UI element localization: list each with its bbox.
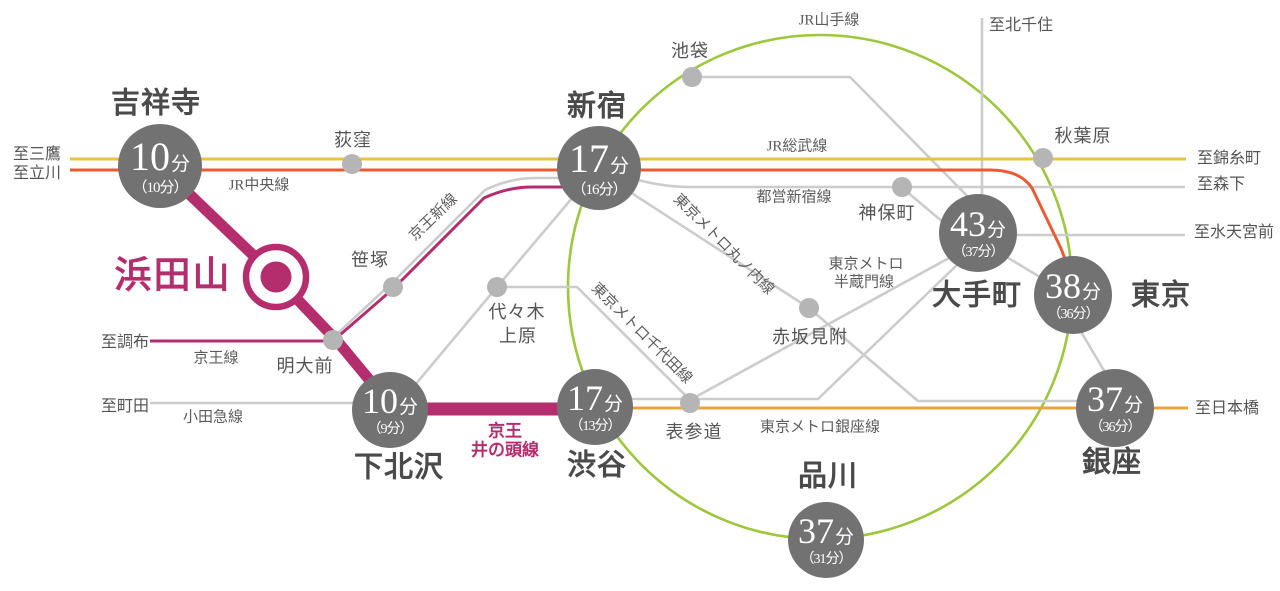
badge-shinjuku-minutes: 17: [568, 135, 609, 181]
station-name-shinagawa: 品川: [797, 460, 859, 493]
edge-label-tachikawa: 至立川: [12, 165, 62, 182]
edge-label-chofu: 至調布: [100, 334, 150, 351]
station-name-jimbocho: 神保町: [858, 203, 916, 223]
badge-shimokitazawa-transfer: （9分）: [367, 422, 414, 437]
line-label-keio: 京王線: [193, 350, 239, 367]
station-name-shinjuku: 新宿: [566, 90, 628, 123]
line-label-hanzomon-1: 東京メトロ: [828, 256, 904, 273]
station-name-shibuya: 渋谷: [566, 449, 628, 482]
station-name-shimokitazawa: 下北沢: [353, 451, 445, 484]
station-dot-yoyogi-uehara: [487, 277, 507, 297]
toei-shinjuku-line: [637, 178, 1185, 189]
station-dot-jimbocho: [892, 177, 912, 197]
line-label-hanzomon-2: 半蔵門線: [833, 274, 895, 291]
line-label-inokashira-1: 京王: [488, 421, 522, 441]
badge-shibuya-minutes: 17: [566, 378, 603, 418]
line-label-odakyu: 小田急線: [182, 409, 244, 426]
badge-kichijoji-minutes: 10: [129, 133, 170, 179]
line-label-ginza: 東京メトロ銀座線: [759, 419, 881, 436]
badge-shibuya-transfer: （13分）: [569, 419, 622, 434]
station-name-akasaka-mitsuke: 赤坂見附: [772, 327, 848, 347]
edge-label-kita-senju: 至北千住: [988, 17, 1054, 34]
station-dot-akasaka-mitsuke: [799, 298, 819, 318]
station-name-yoyogi-uehara-2: 上原: [499, 326, 537, 346]
badge-shinagawa-transfer: （31分）: [800, 552, 853, 567]
line-label-jr-chuo: JR中央線: [228, 177, 290, 194]
station-dot-sasazuka: [383, 277, 403, 297]
edge-label-machida: 至町田: [100, 398, 150, 415]
badge-otemachi-transfer: （37分）: [952, 245, 1005, 260]
station-name-kichijoji: 吉祥寺: [110, 87, 202, 120]
edge-label-kinshicho: 至錦糸町: [1196, 150, 1262, 167]
station-dot-ikebukuro: [682, 67, 702, 87]
edge-label-suitengumae: 至水天宮前: [1193, 224, 1275, 241]
badge-tokyo-minutes: 38: [1044, 266, 1081, 306]
badge-ginza-minutes: 37: [1086, 379, 1123, 419]
station-name-meidaimae: 明大前: [276, 356, 334, 376]
station-name-ikebukuro: 池袋: [671, 41, 709, 61]
badge-kichijoji-transfer: （10分）: [132, 179, 188, 196]
keio-new-line: [150, 185, 563, 343]
badge-shinjuku-transfer: （16分）: [571, 181, 627, 198]
line-label-jr-yamanote: JR山手線: [798, 12, 860, 29]
badge-ginza-transfer: （36分）: [1089, 420, 1142, 435]
station-name-sasazuka: 笹塚: [351, 250, 389, 270]
station-dot-meidaimae: [323, 330, 343, 350]
edge-label-mitaka: 至三鷹: [12, 146, 62, 163]
station-name-tokyo: 東京: [1130, 279, 1192, 312]
badge-otemachi-minutes: 43: [949, 204, 986, 244]
line-label-toei-shinjuku: 都営新宿線: [756, 189, 832, 206]
badge-shinagawa-minutes: 37: [797, 511, 834, 551]
hamadayama-marker-core: [260, 261, 292, 293]
badge-shimokitazawa-minutes: 10: [361, 381, 398, 421]
edge-label-nihombashi: 至日本橋: [1194, 400, 1260, 417]
station-name-omotesando: 表参道: [665, 422, 723, 442]
origin-station-name: 浜田山: [114, 255, 232, 297]
inokashira-line-band: [181, 186, 377, 387]
station-name-ginza: 銀座: [1081, 446, 1143, 479]
station-dot-ogikubo: [342, 154, 362, 174]
station-name-otemachi: 大手町: [931, 279, 1023, 312]
keio-main-line: [337, 176, 562, 334]
station-dot-akihabara: [1033, 148, 1053, 168]
station-name-yoyogi-uehara-1: 代々木: [488, 302, 546, 322]
station-dot-omotesando: [680, 393, 700, 413]
station-name-akihabara: 秋葉原: [1054, 126, 1112, 146]
line-label-inokashira-2: 井の頭線: [471, 440, 539, 460]
line-label-jr-sobu: JR総武線: [766, 138, 828, 155]
station-name-ogikubo: 荻窪: [334, 130, 372, 150]
badge-tokyo-transfer: （36分）: [1047, 307, 1100, 322]
edge-label-morishita: 至森下: [1196, 176, 1246, 193]
